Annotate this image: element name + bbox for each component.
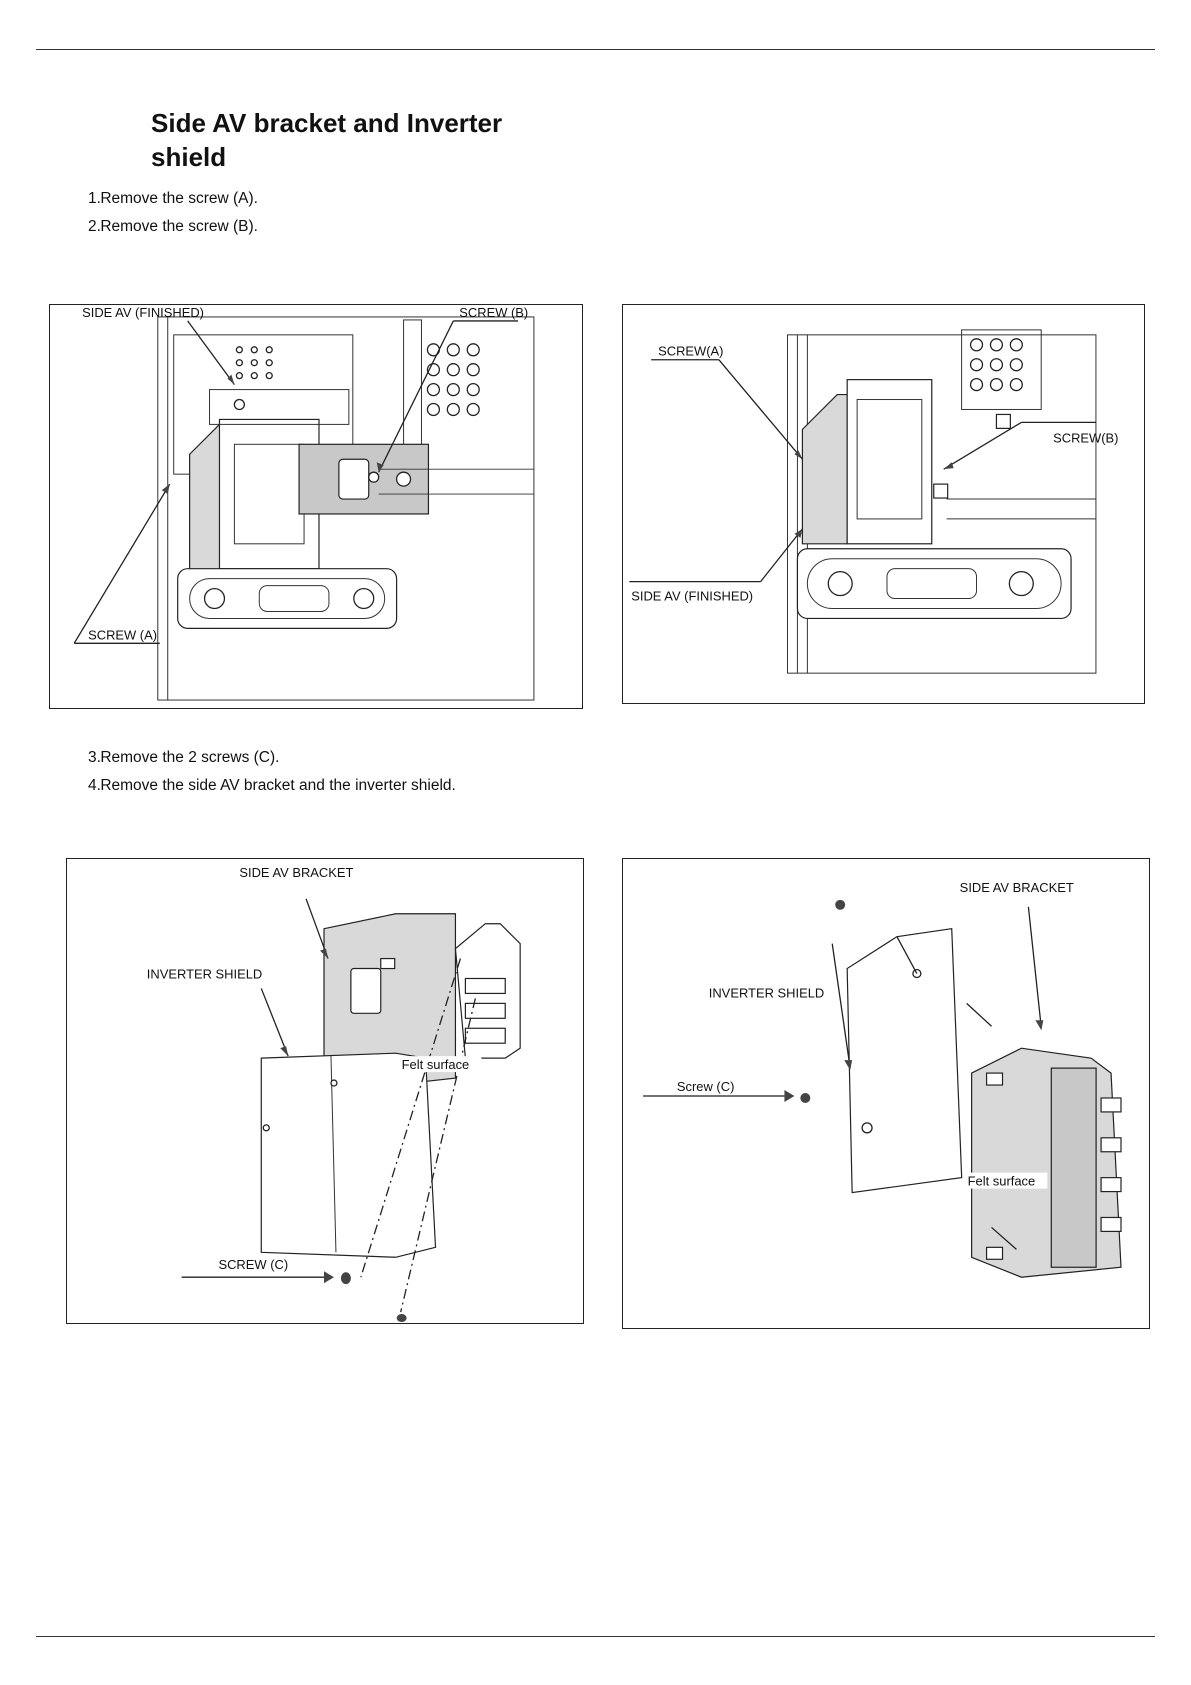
label-screw-a: SCREW (A) bbox=[88, 627, 157, 642]
side-av-board-rear bbox=[846, 379, 933, 545]
leader-side-av-rear bbox=[760, 528, 803, 583]
label-screw-b-rear: SCREW(B) bbox=[1053, 430, 1118, 445]
inverter-shield-part-b bbox=[846, 928, 963, 1194]
screw-b-hole bbox=[368, 471, 380, 483]
header-rule bbox=[36, 49, 1155, 50]
figure-side-av-screws-front: SIDE AV (FINISHED) SCREW (B) SCREW (A) bbox=[49, 304, 583, 709]
label-felt-b: Felt surface bbox=[968, 1174, 1036, 1189]
leader-screw-a bbox=[73, 483, 171, 644]
label-screw-c: SCREW (C) bbox=[218, 1257, 288, 1272]
step-2: 2. Remove the screw (B). bbox=[88, 218, 258, 235]
figure-2-drawing: SCREW(A) SCREW(B) SIDE AV (FINISHED) bbox=[629, 329, 1118, 674]
screw-c-b-1 bbox=[800, 1093, 811, 1103]
speaker-rear bbox=[796, 548, 1072, 620]
figure-1-drawing: SIDE AV (FINISHED) SCREW (B) SCREW (A) bbox=[73, 305, 535, 701]
steps-list-top: 1. Remove the screw (A). 2. Remove the s… bbox=[88, 185, 258, 241]
label-bracket: SIDE AV BRACKET bbox=[239, 865, 353, 880]
leader-screw-b bbox=[378, 320, 454, 473]
leader-bracket-b bbox=[1027, 906, 1042, 1029]
steps-list-bottom: 3. Remove the 2 screws (C). 4. Remove th… bbox=[88, 744, 456, 800]
hole-grid-left bbox=[235, 346, 273, 380]
figure-bracket-shield-exploded-a: SIDE AV BRACKET INVERTER SHIELD Felt sur… bbox=[66, 858, 584, 1324]
leader-shield bbox=[260, 988, 289, 1057]
figure-3-drawing: SIDE AV BRACKET INVERTER SHIELD Felt sur… bbox=[147, 865, 521, 1323]
label-shield: INVERTER SHIELD bbox=[147, 966, 263, 981]
label-screw-a-rear: SCREW(A) bbox=[658, 344, 723, 359]
label-side-av-rear: SIDE AV (FINISHED) bbox=[631, 589, 753, 604]
section-title: Side AV bracket and Inverter shield bbox=[151, 108, 503, 172]
hole-grid-rear bbox=[969, 338, 1023, 392]
leader-side-av bbox=[187, 320, 235, 385]
label-bracket-b: SIDE AV BRACKET bbox=[960, 880, 1074, 895]
screw-c-1 bbox=[340, 1272, 351, 1285]
step-3: 3. Remove the 2 screws (C). bbox=[88, 749, 280, 766]
label-side-av: SIDE AV (FINISHED) bbox=[82, 305, 204, 320]
side-av-bracket-shape-rear bbox=[801, 393, 848, 545]
label-screw-c-b: Screw (C) bbox=[677, 1079, 735, 1094]
leader-bracket bbox=[305, 898, 329, 959]
speaker bbox=[177, 568, 398, 629]
label-felt: Felt surface bbox=[402, 1057, 470, 1072]
step-4: 4. Remove the side AV bracket and the in… bbox=[88, 777, 456, 794]
label-shield-b: INVERTER SHIELD bbox=[709, 985, 825, 1000]
label-screw-b: SCREW (B) bbox=[459, 305, 528, 320]
hole-grid-right bbox=[426, 343, 480, 417]
figure-4-drawing: SIDE AV BRACKET INVERTER SHIELD Screw (C… bbox=[643, 880, 1122, 1278]
leader-screw-a-rear bbox=[718, 359, 803, 460]
screw-c-b-2 bbox=[835, 899, 846, 910]
leader-shield-b bbox=[831, 943, 851, 1069]
inverter-shield-part bbox=[260, 1052, 437, 1258]
footer-rule bbox=[36, 1636, 1155, 1637]
screw-c-2 bbox=[396, 1314, 407, 1323]
figure-side-av-screws-rear: SCREW(A) SCREW(B) SIDE AV (FINISHED) bbox=[622, 304, 1145, 704]
leader-screw-b-rear bbox=[943, 421, 1022, 470]
step-1: 1. Remove the screw (A). bbox=[88, 190, 258, 207]
figure-bracket-shield-exploded-b: SIDE AV BRACKET INVERTER SHIELD Screw (C… bbox=[622, 858, 1150, 1329]
